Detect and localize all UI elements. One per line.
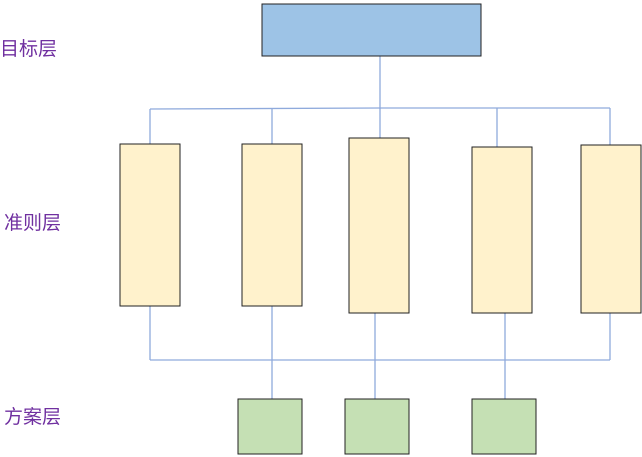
criteria-node-4 <box>471 146 533 314</box>
connectors <box>149 56 611 399</box>
target-layer-label: 目标层 <box>0 38 58 60</box>
scheme-node-3 <box>471 398 537 455</box>
scheme-nodes <box>237 398 537 455</box>
criteria-node-3 <box>348 137 410 314</box>
criteria-node-1 <box>119 143 181 307</box>
criteria-node-5 <box>580 144 642 314</box>
scheme-node-1 <box>237 398 303 455</box>
scheme-node-2 <box>344 398 410 455</box>
target-node <box>261 3 482 57</box>
scheme-layer-label: 方案层 <box>4 406 62 428</box>
criteria-layer-label: 准则层 <box>4 212 62 234</box>
criteria-node-2 <box>241 143 303 307</box>
criteria-nodes <box>119 137 642 314</box>
